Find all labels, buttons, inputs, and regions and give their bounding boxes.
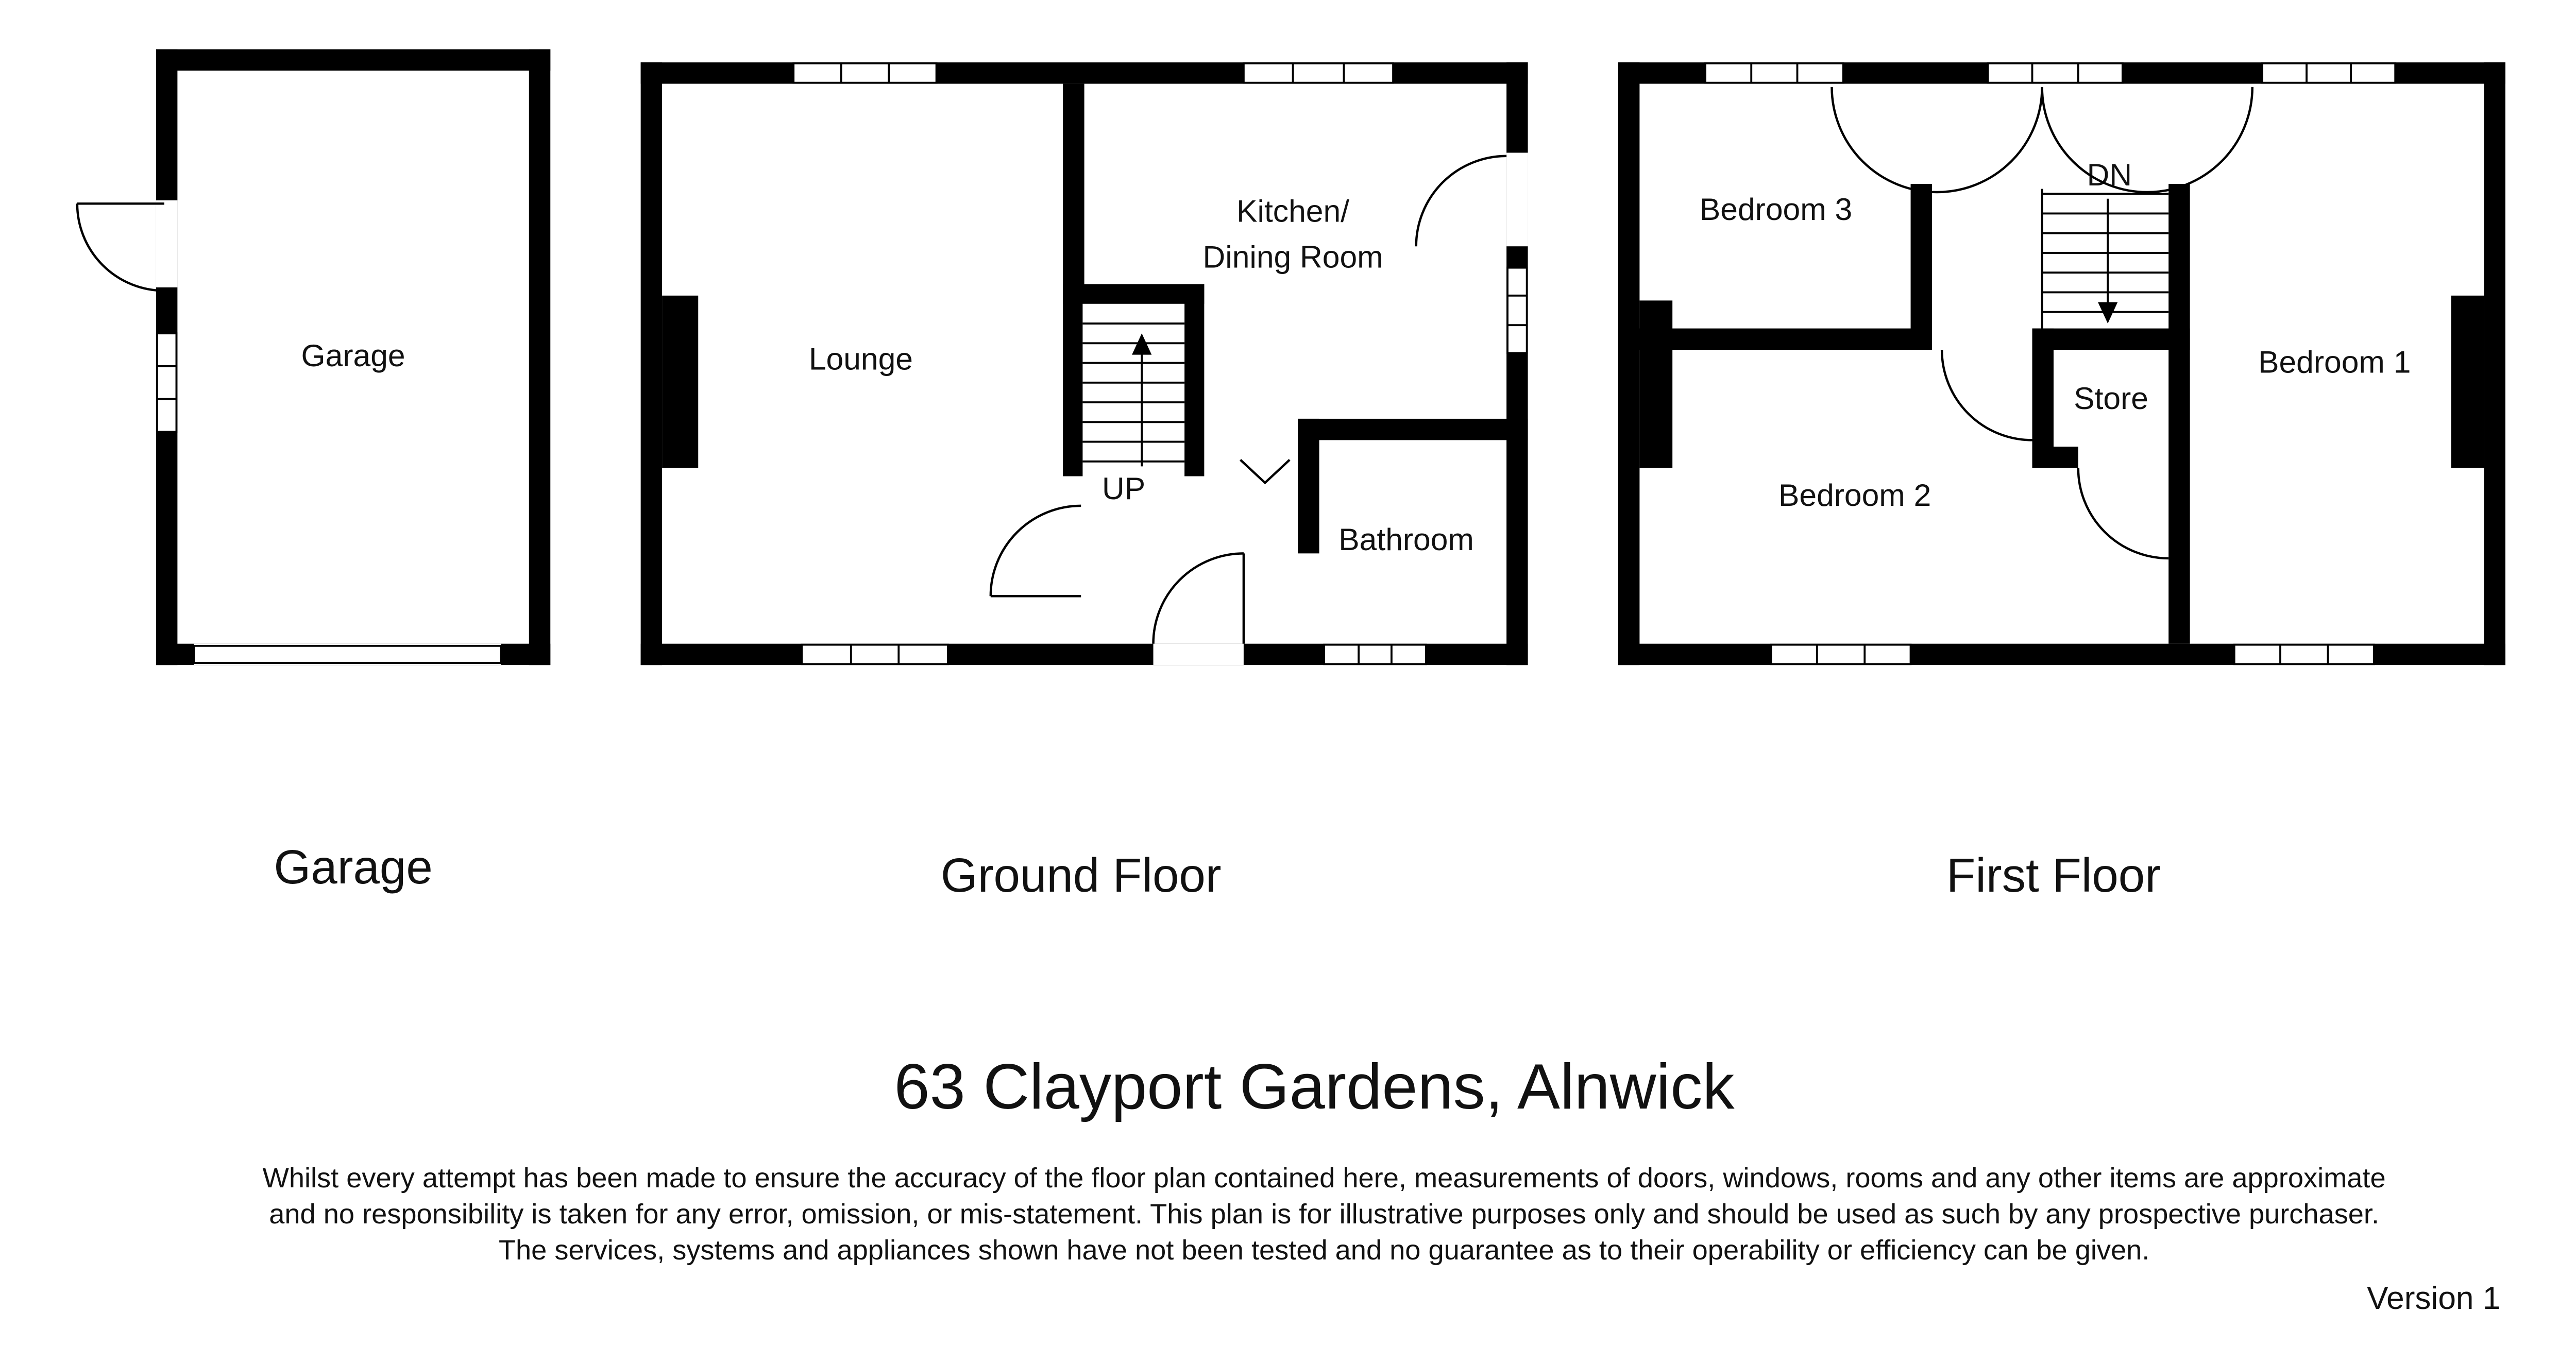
door-opening bbox=[156, 200, 178, 287]
window bbox=[156, 332, 178, 433]
version-label: Version 1 bbox=[2367, 1281, 2500, 1316]
wall-right bbox=[2484, 62, 2505, 666]
room-label-bedroom3: Bedroom 3 bbox=[1700, 192, 1852, 227]
up-arrow-icon bbox=[1132, 333, 1152, 355]
window bbox=[792, 62, 938, 84]
bathroom-wall-top bbox=[1298, 418, 1528, 440]
stairs-up: UP bbox=[1082, 322, 1185, 506]
garage-entrance-door bbox=[76, 202, 164, 292]
lounge-door bbox=[989, 504, 1081, 598]
garage-door-panel bbox=[193, 644, 502, 664]
window bbox=[1323, 643, 1427, 666]
garage-plan: Garage bbox=[76, 49, 551, 666]
window bbox=[2233, 643, 2375, 666]
window-frame bbox=[2233, 643, 2375, 666]
stairs-down-label: DN bbox=[2087, 157, 2132, 192]
bedroom2-door bbox=[1940, 350, 2032, 441]
disclaimer-line-3: The services, systems and appliances sho… bbox=[499, 1235, 2149, 1266]
room-label-store: Store bbox=[2074, 381, 2148, 416]
down-arrow-icon bbox=[2098, 302, 2118, 324]
door-swing-arc bbox=[1831, 87, 2043, 194]
door-swing-arc bbox=[2077, 468, 2169, 560]
bedroom1-wall-left bbox=[2168, 184, 2190, 644]
first-floor-plan: DN Bedroom 3 Bedroom 1 Store Bedroom 2 bbox=[1618, 62, 2505, 666]
door-swing-arc bbox=[989, 504, 1081, 597]
store-wall-top bbox=[2032, 328, 2190, 350]
room-label-bedroom2: Bedroom 2 bbox=[1778, 478, 1931, 513]
bathroom-wall-left bbox=[1298, 418, 1319, 554]
door-swing-arc bbox=[2041, 87, 2254, 194]
footer: 63 Clayport Gardens, Alnwick Whilst ever… bbox=[263, 1051, 2501, 1316]
stair-treads bbox=[2042, 193, 2169, 313]
garage-vehicle-door bbox=[193, 643, 502, 666]
caption-ground-floor: Ground Floor bbox=[941, 848, 1222, 902]
door-opening bbox=[1506, 152, 1528, 247]
plan-captions: Garage Ground Floor First Floor bbox=[274, 840, 2161, 902]
door-swing-arc bbox=[1940, 350, 2032, 441]
stairs-up-label: UP bbox=[1102, 471, 1145, 506]
stair-treads bbox=[1082, 322, 1185, 463]
disclaimer-line-2: and no responsibility is taken for any e… bbox=[269, 1199, 2379, 1230]
bedroom3-door bbox=[1831, 87, 2043, 194]
window-frame bbox=[1506, 266, 1528, 354]
bedroom3-wall-bottom bbox=[1618, 328, 1932, 350]
caption-first-floor: First Floor bbox=[1946, 848, 2161, 902]
ground-floor-walls bbox=[640, 62, 1528, 666]
room-label-lounge: Lounge bbox=[809, 341, 913, 376]
door-swing-arc bbox=[76, 203, 164, 292]
window-frame bbox=[1323, 643, 1427, 666]
store-wall-bottom bbox=[2032, 447, 2078, 468]
chimney-breast bbox=[1639, 300, 1673, 468]
chimney-breast bbox=[2451, 295, 2484, 468]
wall-left bbox=[1618, 62, 1640, 666]
stair-wall-left bbox=[1063, 284, 1083, 476]
window bbox=[1770, 643, 1912, 666]
window-frame bbox=[1242, 62, 1394, 84]
wall-top bbox=[156, 49, 551, 71]
stair-wall-right bbox=[1184, 284, 1205, 476]
chimney-breast bbox=[662, 295, 699, 468]
page-title: 63 Clayport Gardens, Alnwick bbox=[894, 1051, 1735, 1122]
stair-wall-top bbox=[1063, 284, 1205, 304]
door-opening bbox=[1153, 643, 1244, 666]
wall-right bbox=[529, 49, 551, 666]
window bbox=[1704, 62, 1844, 84]
window bbox=[1987, 62, 2124, 84]
window bbox=[2261, 62, 2397, 84]
window-frame bbox=[792, 62, 938, 84]
room-label-bedroom1: Bedroom 1 bbox=[2258, 345, 2411, 380]
bathroom-door-symbol bbox=[1240, 458, 1291, 485]
window bbox=[1242, 62, 1394, 84]
store-door bbox=[2077, 468, 2169, 560]
internal-wall-lounge-kitchen bbox=[1063, 83, 1084, 284]
window bbox=[1506, 266, 1528, 354]
window bbox=[801, 643, 949, 666]
window-frame bbox=[1704, 62, 1844, 84]
wall-top bbox=[640, 62, 1528, 84]
stairs-down: DN bbox=[2041, 157, 2169, 329]
ground-floor-plan: UP Lounge Kitchen/ Dining Room Bathroom bbox=[640, 62, 1528, 666]
room-label-kitchen-line2: Dining Room bbox=[1203, 240, 1383, 275]
window-frame bbox=[1987, 62, 2124, 84]
disclaimer-line-1: Whilst every attempt has been made to en… bbox=[263, 1163, 2386, 1194]
window-frame bbox=[156, 332, 178, 433]
room-label-garage: Garage bbox=[301, 338, 405, 373]
store-wall-left bbox=[2032, 328, 2054, 468]
wall-left bbox=[640, 62, 663, 666]
door-swing-arc bbox=[1415, 155, 1507, 247]
room-label-bathroom: Bathroom bbox=[1338, 522, 1474, 557]
window-frame bbox=[801, 643, 949, 666]
room-label-kitchen-line1: Kitchen/ bbox=[1236, 193, 1349, 228]
bedroom3-wall-right bbox=[1910, 184, 1932, 350]
bedroom1-door bbox=[2041, 87, 2254, 194]
kitchen-door bbox=[1415, 155, 1507, 247]
door-swing-arc bbox=[1152, 552, 1244, 644]
front-door bbox=[1152, 552, 1245, 644]
window-frame bbox=[1770, 643, 1912, 666]
caption-garage: Garage bbox=[274, 840, 432, 894]
window-frame bbox=[2261, 62, 2397, 84]
